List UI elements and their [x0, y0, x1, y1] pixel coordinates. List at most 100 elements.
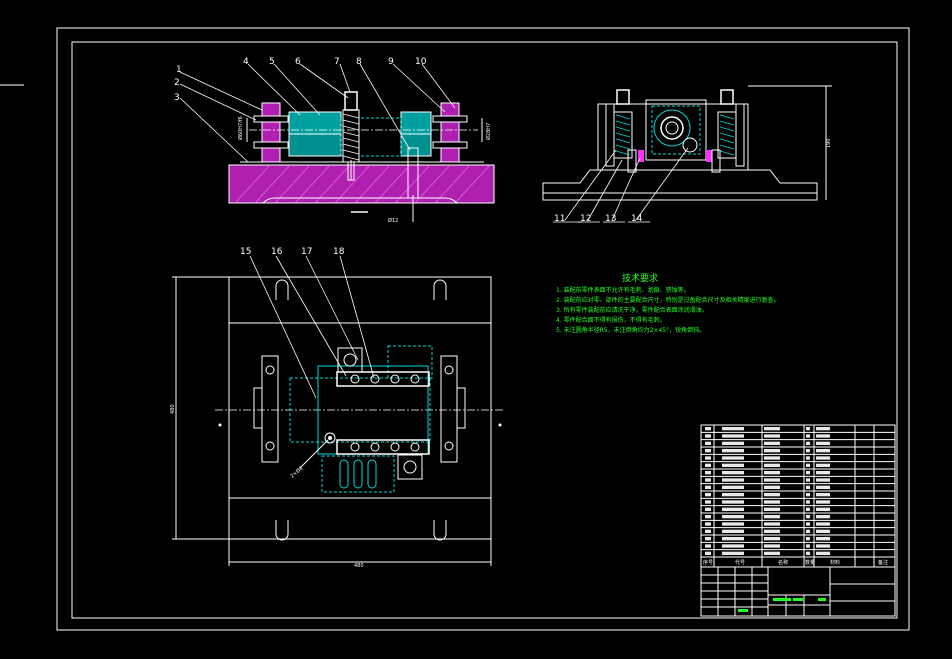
- bom-cell-text: [806, 456, 810, 460]
- callout-14: 14: [631, 214, 643, 224]
- bom-cell-text: [816, 507, 830, 511]
- bom-cell-text: [806, 551, 810, 555]
- bom-header-name: 名称: [778, 559, 788, 566]
- bom-cell-text: [722, 463, 744, 467]
- inner-border: [71, 41, 898, 619]
- tech-req-item-4: 4. 零件配合面不得有损伤，不得有毛刺。: [556, 316, 666, 324]
- dimension-plan-width: 480: [354, 563, 364, 569]
- bom-cell-text: [705, 471, 711, 475]
- bom-cell-text: [806, 515, 810, 519]
- bom-cell-text: [705, 449, 711, 453]
- bom-cell-text: [764, 529, 780, 533]
- bom-cell-text: [705, 529, 711, 533]
- bom-cell-text: [764, 471, 780, 475]
- bom-cell-text: [806, 522, 810, 526]
- side-pin-marker: [638, 150, 644, 162]
- technical-requirements: 技术要求 1. 装配前零件表面不允许有毛刺、划痕、锈蚀等。 2. 装配前应对零、…: [556, 272, 780, 334]
- bom-cell-text: [722, 456, 744, 460]
- bom-table: 序号 代号 名称 数量 材料 备注: [700, 424, 896, 568]
- bom-cell-text: [806, 529, 810, 533]
- callout-1: 1: [176, 65, 182, 75]
- callout-15: 15: [240, 247, 251, 257]
- callout-11: 11: [554, 214, 565, 224]
- bom-cell-text: [705, 434, 711, 438]
- callout-6: 6: [295, 57, 301, 67]
- bom-cell-text: [816, 471, 830, 475]
- side-body: [645, 99, 707, 161]
- left-support: [261, 102, 281, 163]
- plan-workpiece: [289, 377, 431, 443]
- outer-border: [56, 27, 910, 631]
- bom-cell-text: [722, 544, 744, 548]
- svg-text:Ø28H7: Ø28H7: [485, 123, 492, 140]
- tech-req-item-3: 3. 所有零件装配前应清洗干净，零件配合表面涂润滑油。: [556, 306, 708, 314]
- bom-header-code: 代号: [735, 559, 745, 566]
- bom-cell-text: [816, 551, 830, 555]
- callout-12: 12: [580, 214, 591, 224]
- bom-cell-text: [722, 485, 744, 489]
- bom-cell-text: [816, 529, 830, 533]
- bom-cell-text: [806, 544, 810, 548]
- bom-cell-text: [722, 471, 744, 475]
- bom-cell-text: [722, 529, 744, 533]
- bom-cell-text: [722, 500, 744, 504]
- bom-cell-text: [816, 522, 830, 526]
- bom-cell-text: [764, 434, 780, 438]
- bom-cell-text: [806, 449, 810, 453]
- bom-cell-text: [816, 427, 830, 431]
- bom-cell-text: [806, 500, 810, 504]
- callout-13: 13: [605, 214, 616, 224]
- workpiece-left: [288, 111, 342, 135]
- bom-header-remark: 备注: [878, 559, 888, 566]
- mounting-slots: [275, 279, 447, 541]
- bom-header-qty: 数量: [805, 559, 815, 566]
- plan-base: [228, 276, 492, 540]
- bom-cell-text: [806, 471, 810, 475]
- tech-req-item-2: 2. 装配前应对零、部件的主要配合尺寸，特别是过盈配合尺寸及相关精度进行复查。: [556, 296, 780, 304]
- bom-cell-text: [806, 485, 810, 489]
- bom-cell-text: [705, 441, 711, 445]
- svg-text:Ø60H7/f6: Ø60H7/f6: [237, 116, 244, 140]
- tech-req-item-5: 5. 未注圆角半径R5，未注倒角均为2×45°，锐角倒钝。: [556, 326, 705, 334]
- callout-2: 2: [174, 78, 180, 88]
- dimension-front-left: Ø60H7/f6: [237, 116, 248, 142]
- bom-cell-text: [764, 485, 780, 489]
- side-bolt-left: [616, 89, 630, 105]
- bom-cell-text: [705, 493, 711, 497]
- front-section-view: Ø60H7/f6 Ø28H7 Ø12 1 2 3 4 5 6 7 8 9 10: [174, 57, 495, 224]
- bom-rows: [701, 424, 895, 558]
- side-view: 190 11 12 13 14: [542, 85, 832, 224]
- bom-cell-text: [705, 537, 711, 541]
- clamp-plate-bottom: [336, 439, 430, 455]
- bom-cell-text: [816, 544, 830, 548]
- bom-cell-text: [806, 463, 810, 467]
- bom-cell-text: [816, 434, 830, 438]
- bom-cell-text: [722, 522, 744, 526]
- plan-support-right: [440, 355, 458, 463]
- callout-16: 16: [271, 247, 283, 257]
- bom-header: 序号 代号 名称 数量 材料 备注: [703, 559, 888, 566]
- bom-cell-text: [764, 493, 780, 497]
- bom-cell-text: [806, 441, 810, 445]
- bom-cell-text: [722, 441, 744, 445]
- bom-cell-text: [764, 507, 780, 511]
- bom-cell-text: [816, 500, 830, 504]
- bom-cell-text: [722, 449, 744, 453]
- callout-3: 3: [174, 93, 180, 103]
- bom-cell-text: [816, 485, 830, 489]
- bom-cell-text: [722, 537, 744, 541]
- callout-10: 10: [415, 57, 427, 67]
- bom-cell-text: [722, 493, 744, 497]
- bom-cell-text: [764, 515, 780, 519]
- bom-cell-text: [816, 515, 830, 519]
- bom-header-material: 材料: [830, 559, 840, 566]
- workpiece-right: [400, 111, 432, 135]
- bom-cell-text: [816, 456, 830, 460]
- plan-view: 480 480 2×Ø8 15 16 17 18: [170, 247, 505, 569]
- dimension-front-bottom: Ø12: [388, 217, 398, 224]
- bom-cell-text: [722, 507, 744, 511]
- bom-cell-text: [764, 456, 780, 460]
- bom-cell-text: [806, 427, 810, 431]
- bom-cell-text: [722, 427, 744, 431]
- bom-cell-text: [816, 449, 830, 453]
